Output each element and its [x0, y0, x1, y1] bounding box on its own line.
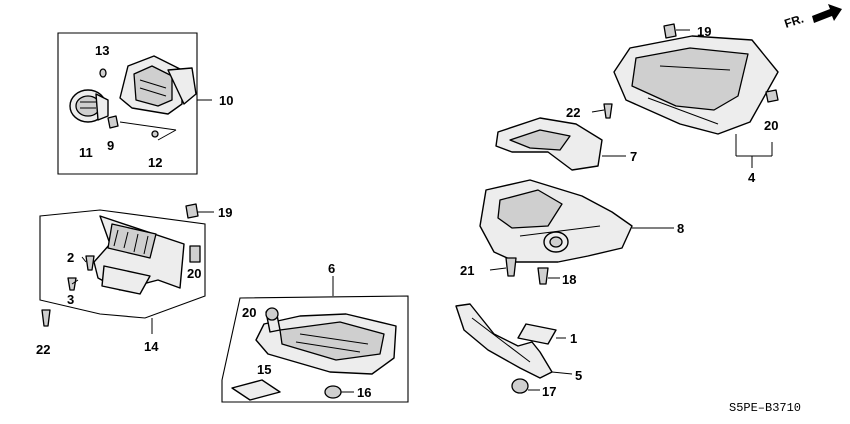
small-part-13 — [99, 68, 107, 78]
callout-8: 8 — [677, 221, 684, 236]
screw-part-22a — [41, 309, 51, 327]
tray-group: 6 20 15 16 — [221, 261, 409, 403]
small-part-12 — [151, 130, 159, 138]
front-direction-indicator: FR. — [783, 4, 842, 31]
diagram-code: S5PE–B3710 — [729, 401, 801, 415]
callout-18: 18 — [562, 272, 576, 287]
lower-vent-panel-part — [93, 215, 185, 295]
callout-16: 16 — [357, 385, 371, 400]
side-vent-part — [69, 89, 109, 123]
tray-frame — [221, 295, 409, 403]
callout-19b: 19 — [697, 24, 711, 39]
callout-20c: 20 — [764, 118, 778, 133]
callout-22b: 22 — [566, 105, 580, 120]
upper-column-cover-part: 7 — [495, 117, 637, 171]
clip-part-19b — [663, 23, 677, 39]
clip-part-17: 17 — [511, 378, 556, 399]
callout-21: 21 — [460, 263, 474, 278]
callout-11: 11 — [79, 145, 93, 160]
callout-22a: 22 — [36, 342, 50, 357]
meter-hood-part — [613, 35, 779, 135]
clip-part-20a — [189, 245, 201, 263]
callout-1: 1 — [570, 331, 577, 346]
label-part-1: 1 — [517, 323, 577, 346]
callout-20b: 20 — [242, 305, 256, 320]
callout-2: 2 — [67, 250, 74, 265]
knee-bolster-part: 5 — [455, 303, 582, 383]
callout-17: 17 — [542, 384, 556, 399]
vent-group-frame — [57, 32, 198, 175]
mat-part-15 — [231, 379, 281, 401]
screw-part-21: 21 — [460, 257, 517, 278]
callout-6: 6 — [328, 261, 335, 276]
callout-5: 5 — [575, 368, 582, 383]
callout-7: 7 — [630, 149, 637, 164]
callout-20a: 20 — [187, 266, 201, 281]
callout-12: 12 — [148, 155, 162, 170]
callout-4: 4 — [748, 170, 756, 185]
callout-15: 15 — [257, 362, 271, 377]
direction-arrow-icon — [812, 4, 842, 23]
lower-column-cover-part: 8 — [479, 179, 684, 263]
clip-part-9 — [107, 115, 119, 129]
lower-panel-frame — [39, 209, 206, 319]
lower-panel-group: 2 3 19 20 14 22 — [36, 203, 232, 357]
meter-hood-group: 19 22 20 4 — [566, 23, 779, 185]
screw-part-2 — [85, 255, 95, 271]
center-vent-part — [119, 55, 197, 115]
clip-part-20c — [765, 89, 779, 103]
clip-part-20b — [265, 307, 279, 321]
direction-label: FR. — [783, 12, 806, 31]
callout-19a: 19 — [218, 205, 232, 220]
screw-part-18: 18 — [537, 267, 576, 287]
callout-13: 13 — [95, 43, 109, 58]
screw-part-22b — [603, 103, 613, 119]
callout-14: 14 — [144, 339, 159, 354]
clip-part-19a — [185, 203, 199, 219]
callout-10: 10 — [219, 93, 233, 108]
callout-3: 3 — [67, 292, 74, 307]
vent-assembly-group: 13 10 11 9 12 — [57, 32, 233, 175]
clip-part-16 — [324, 385, 342, 399]
tray-part — [255, 309, 397, 375]
callout-9: 9 — [107, 138, 114, 153]
